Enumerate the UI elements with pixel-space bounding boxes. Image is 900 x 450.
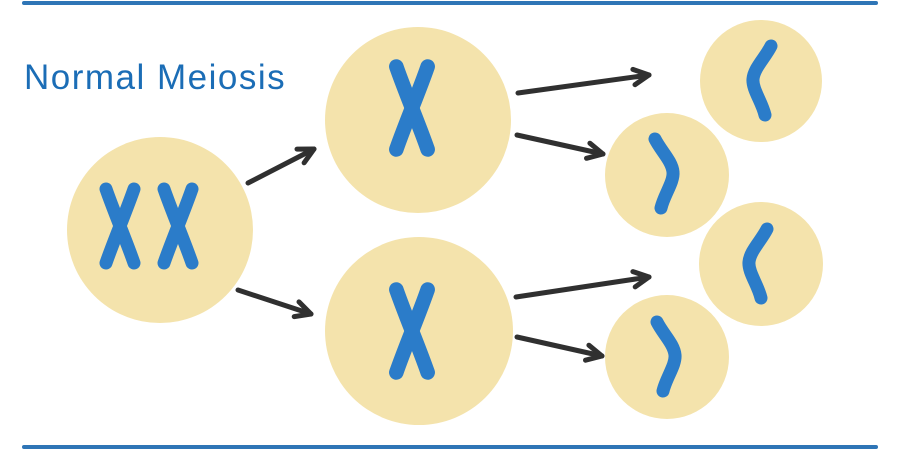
parent-cell	[67, 137, 253, 323]
daughter-cell-bottom	[325, 237, 513, 425]
arrow-bottom-daughter-to-gamete-3	[513, 269, 652, 300]
top-rule-line	[22, 1, 878, 5]
chromosome-stroke	[746, 39, 778, 122]
gamete-cell-3	[699, 202, 823, 326]
x-chromosome	[389, 282, 435, 380]
parent-cell-membrane	[67, 137, 253, 323]
chromosome-stroke	[389, 59, 435, 157]
arrow-shaft	[515, 72, 652, 96]
chromosome-stroke	[648, 132, 680, 215]
arrow-head	[583, 342, 605, 363]
gamete-cell-2	[605, 113, 729, 237]
chromosome-stroke	[157, 182, 199, 270]
chromatid-chevron-left	[746, 39, 778, 122]
daughter-cell-top	[325, 27, 511, 213]
x-chromosome	[157, 182, 199, 270]
arrow-shaft	[245, 146, 317, 186]
arrow-shaft	[514, 132, 606, 157]
arrow-head	[630, 269, 652, 290]
arrow-top-daughter-to-gamete-2	[514, 132, 606, 161]
gamete-cell-4-membrane	[605, 295, 729, 419]
gamete-cell-1-membrane	[700, 20, 822, 142]
chromosome-stroke	[99, 182, 141, 270]
gamete-cell-3-membrane	[699, 202, 823, 326]
bottom-rule-line	[22, 445, 878, 449]
arrow-parent-to-bottom-daughter	[235, 287, 314, 320]
arrow-bottom-daughter-to-gamete-4	[514, 334, 605, 363]
chromatid-chevron-right	[648, 132, 680, 215]
arrow-parent-to-top-daughter	[245, 146, 317, 186]
arrow-head	[291, 299, 314, 320]
page-title: Normal Meiosis	[24, 58, 287, 97]
arrow-shaft	[235, 287, 314, 317]
x-chromosome	[389, 59, 435, 157]
chromatid-chevron-right	[650, 315, 682, 398]
x-chromosome	[99, 182, 141, 270]
arrow-head	[584, 140, 606, 161]
gamete-cell-1	[700, 20, 822, 142]
arrow-head	[630, 66, 652, 88]
arrow-head	[294, 146, 317, 166]
gamete-cell-4	[605, 295, 729, 419]
chromatid-chevron-left	[742, 222, 774, 305]
arrow-top-daughter-to-gamete-1	[515, 66, 652, 96]
chromosome-stroke	[650, 315, 682, 398]
chromosome-stroke	[742, 222, 774, 305]
arrow-shaft	[514, 334, 605, 359]
arrow-shaft	[513, 274, 652, 300]
chromosome-stroke	[389, 282, 435, 380]
